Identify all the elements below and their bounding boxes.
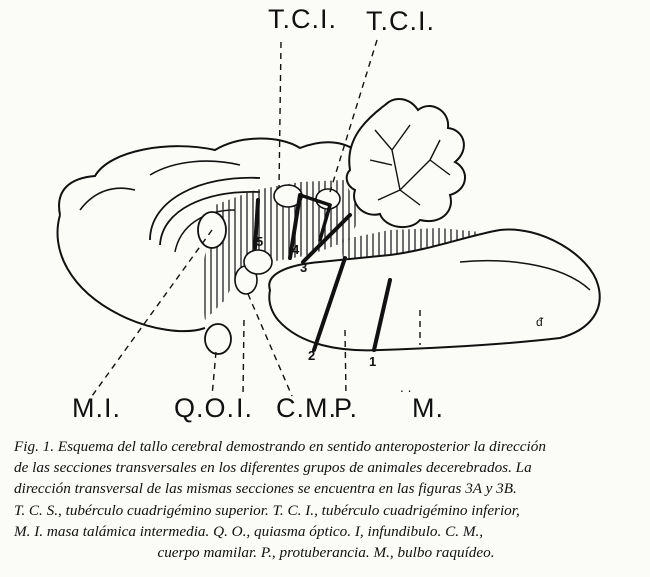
hatched-thalamus-region (200, 180, 360, 320)
section-number-1: 1 (369, 354, 376, 369)
hemisphere-outline (56, 137, 356, 333)
label-mi: M.I. (72, 393, 121, 423)
cerebellum-folia (369, 124, 451, 206)
section-line-1 (372, 278, 392, 352)
leader-cm (247, 293, 293, 397)
figure-caption: Fig. 1. Esquema del tallo cerebral demos… (14, 436, 638, 563)
hemisphere-sulcus (79, 160, 241, 211)
caption-line-4: T. C. S., tubérculo cuadrigémino superio… (14, 501, 520, 519)
leader-tci-right (329, 39, 378, 193)
label-p: P. (334, 393, 359, 423)
section-line-5 (253, 198, 260, 250)
label-i: I. (236, 393, 254, 423)
section-line-3-top (318, 203, 332, 242)
label-cm: C.M. (276, 393, 337, 423)
medulla-contour (459, 259, 591, 291)
section-line-2 (312, 256, 347, 352)
caption-line-6: cuerpo mamilar. P., protuberancia. M., b… (157, 544, 495, 562)
pons-medulla (268, 228, 601, 352)
leader-mi (91, 229, 213, 397)
section-line-3 (301, 213, 352, 264)
caption-line-2: de las secciones transversales en los di… (14, 459, 532, 477)
section-number-2: 2 (308, 348, 315, 363)
label-qo: Q.O. (174, 393, 236, 423)
section-line-4-top (298, 193, 332, 207)
leader-p (344, 329, 347, 397)
decorative-mark: ᵭ (536, 315, 544, 329)
caption-line-5: M. I. masa talámica intermedia. Q. O., q… (14, 522, 484, 540)
leader-tci-left (278, 41, 282, 189)
leader-lines (91, 39, 421, 397)
label-m: M. (412, 393, 444, 423)
section-lines (253, 193, 392, 352)
label-tci-left: T.C.I. (268, 4, 338, 34)
caption-line-1: Fig. 1. Esquema del tallo cerebral demos… (14, 438, 546, 455)
label-tci-right: T.C.I. (366, 6, 436, 36)
infundibulum-bulb (243, 249, 273, 275)
leader-qo (211, 351, 217, 397)
leader-i (242, 319, 245, 397)
section-line-4 (288, 193, 302, 260)
corpus-callosum (149, 176, 261, 246)
brainstem-diagram: 1 2 3 4 5 ᵭ . . (56, 39, 601, 397)
section-number-4: 4 (292, 242, 300, 257)
section-number-5: 5 (256, 234, 263, 249)
caption-line-3: dirección transversal de las mismas secc… (14, 480, 517, 498)
optic-chiasm (204, 323, 232, 355)
section-number-3: 3 (300, 260, 307, 275)
section-line-tops (298, 193, 332, 242)
cerebellum (345, 98, 466, 229)
decorative-dots: . . (400, 381, 411, 395)
